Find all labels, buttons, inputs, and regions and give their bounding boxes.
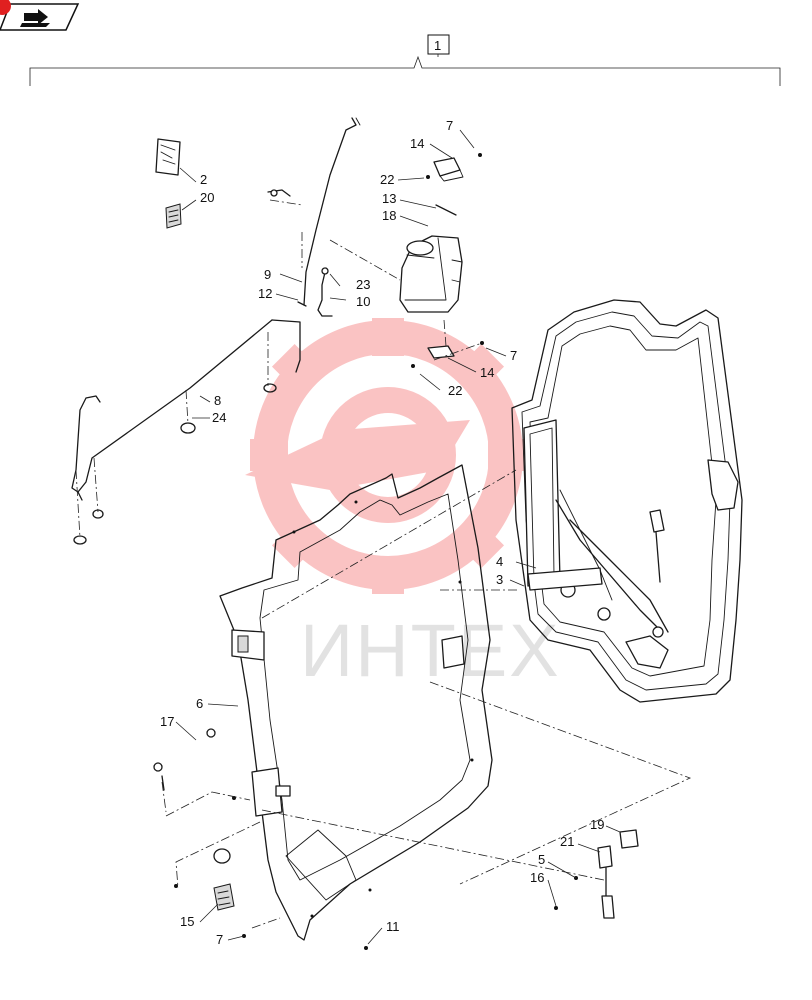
callout-24: 24	[212, 410, 226, 425]
latch-block-part	[213, 883, 235, 911]
callout-7: 7	[446, 118, 453, 133]
assembly-ref-label: 1	[434, 38, 441, 53]
callout-9: 9	[264, 267, 271, 282]
decal-part	[155, 138, 181, 176]
callout-21: 21	[560, 834, 574, 849]
callout-2: 2	[200, 172, 207, 187]
nut-part	[411, 364, 415, 368]
callout-14: 14	[480, 365, 494, 380]
callout-23: 23	[356, 277, 370, 292]
callout-7: 7	[510, 348, 517, 363]
callout-8: 8	[214, 393, 221, 408]
callouts: 2 20 14 7 22 13 18 9 23 12 10 7 14 22 8 …	[160, 118, 604, 947]
callout-18: 18	[382, 208, 396, 223]
strap-part	[435, 204, 457, 216]
door-frame-part	[219, 464, 493, 941]
callout-20: 20	[200, 190, 214, 205]
callout-6: 6	[196, 696, 203, 711]
bracket-lower-part	[427, 345, 455, 359]
door-glass-part	[511, 299, 743, 703]
bolt-part	[364, 946, 368, 950]
bracket-upper-part	[433, 157, 464, 182]
callout-13: 13	[382, 191, 396, 206]
callout-22: 22	[448, 383, 462, 398]
callout-15: 15	[180, 914, 194, 929]
nut-part	[174, 884, 178, 888]
watermark-logo	[245, 318, 526, 594]
callout-16: 16	[530, 870, 544, 885]
assembly-bracket: 1	[29, 34, 781, 86]
callout-4: 4	[496, 554, 503, 569]
callout-10: 10	[356, 294, 370, 309]
callout-19: 19	[590, 817, 604, 832]
leader-lines	[175, 129, 621, 945]
callout-14: 14	[410, 136, 424, 151]
watermark-text: ИНТЕХ	[300, 609, 561, 692]
latch-knob-part	[165, 203, 182, 229]
callout-7: 7	[216, 932, 223, 947]
alignment-lines	[75, 199, 692, 929]
clamp-part	[213, 848, 231, 864]
callout-3: 3	[496, 572, 503, 587]
nut-part	[426, 175, 430, 179]
washer-hose-part	[267, 117, 361, 317]
callout-22: 22	[380, 172, 394, 187]
callout-12: 12	[258, 286, 272, 301]
washer-reservoir-part	[399, 235, 463, 313]
book-arrow-icon[interactable]	[0, 0, 80, 31]
bolt-part	[554, 906, 558, 910]
screw-part	[480, 341, 484, 345]
latch-rod-part	[597, 829, 639, 919]
callout-11: 11	[386, 919, 400, 934]
callout-5: 5	[538, 852, 545, 867]
gas-strut-part	[153, 728, 216, 791]
screw-part	[478, 153, 482, 157]
callout-17: 17	[160, 714, 174, 729]
